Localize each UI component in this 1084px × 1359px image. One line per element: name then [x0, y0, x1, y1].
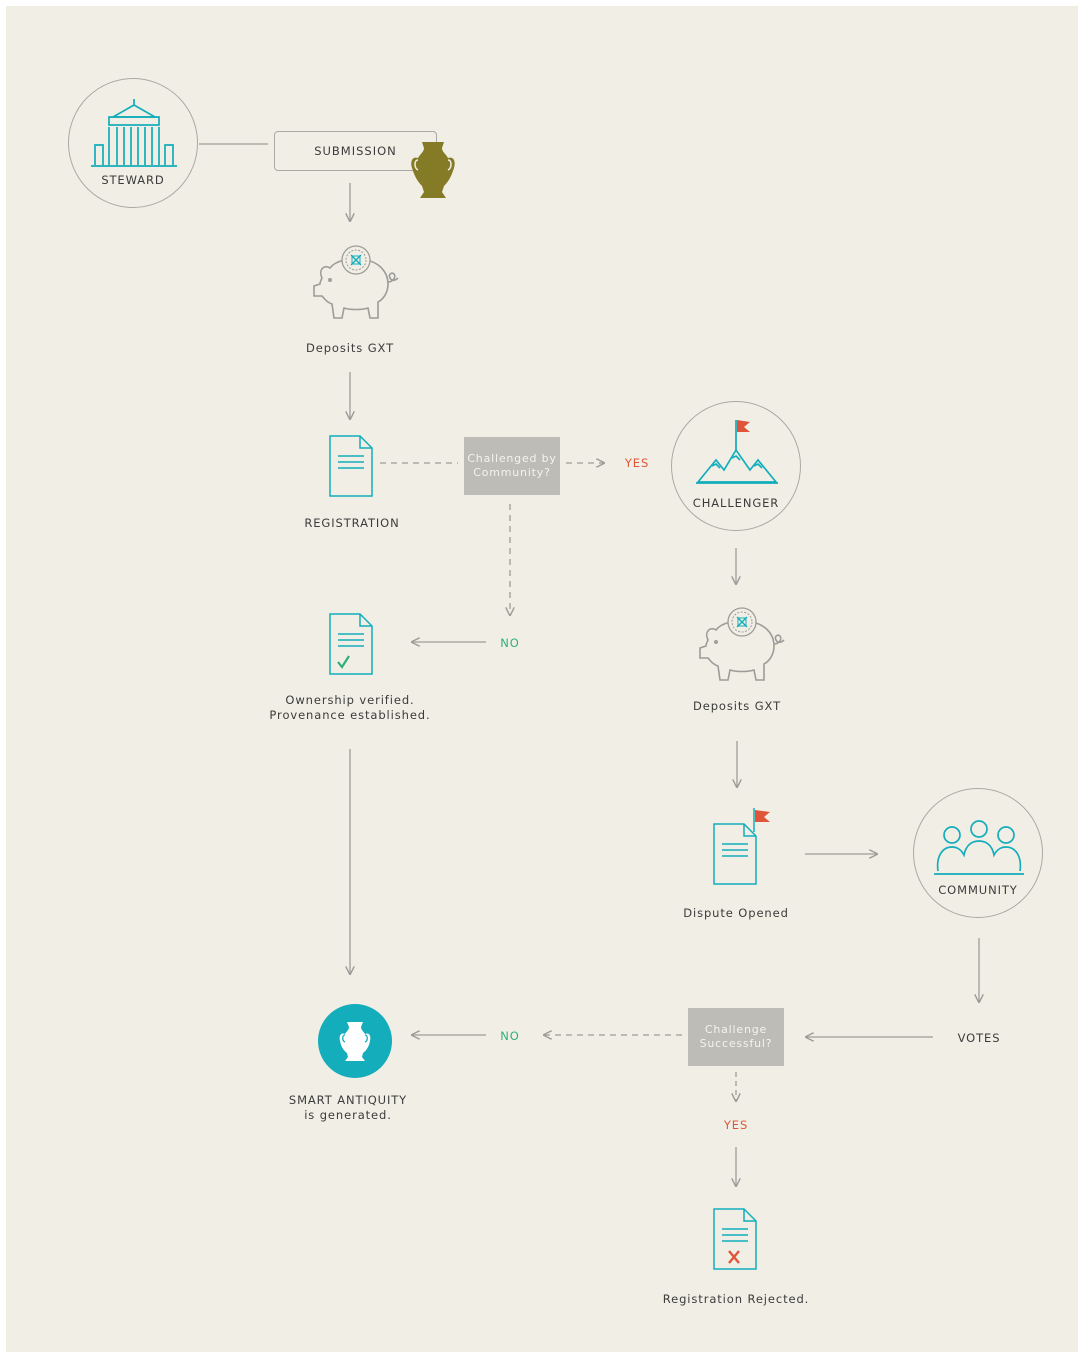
verified-label: Ownership verified. Provenance establish… [269, 693, 430, 723]
mountain-flag-icon [696, 420, 778, 484]
smart-label: SMART ANTIQUITY is generated. [289, 1093, 407, 1123]
success-line-1: Challenge [704, 1023, 768, 1036]
museum-icon [91, 99, 177, 167]
piggy-bank-icon [313, 245, 399, 319]
no-label-1: NO [500, 636, 520, 650]
submission-label: SUBMISSION [314, 144, 397, 158]
challenged-line-1: Challenged by [467, 452, 557, 465]
deposits-label-1: Deposits GXT [305, 341, 395, 355]
document-x-icon [713, 1208, 757, 1270]
dispute-label: Dispute Opened [683, 906, 789, 920]
success-line-2: Successful? [699, 1037, 773, 1050]
document-flag-icon [713, 808, 770, 885]
challenged-decision: Challenged by Community? [464, 437, 560, 495]
challenger-node: CHALLENGER [671, 401, 801, 531]
deposits-label-2: Deposits GXT [692, 699, 782, 713]
steward-label: STEWARD [101, 173, 165, 187]
rejected-label: Registration Rejected. [662, 1292, 810, 1306]
challenge-successful-decision: Challenge Successful? [688, 1008, 784, 1066]
yes-label-2: YES [723, 1118, 749, 1132]
smart-line-1: SMART ANTIQUITY [288, 1093, 408, 1107]
votes-label: VOTES [957, 1031, 1001, 1045]
crowd-icon [934, 820, 1024, 875]
steward-node: STEWARD [68, 78, 198, 208]
challenged-line-2: Community? [473, 466, 551, 479]
no-label-2: NO [500, 1029, 520, 1043]
connectors [199, 143, 1078, 1352]
document-icon [329, 435, 373, 497]
smart-antiquity-node [318, 1004, 392, 1078]
flow-diagram: STEWARD SUBMISSION Deposits GXT REGISTRA… [6, 6, 1078, 1352]
antiquity-vase-icon [339, 1022, 371, 1061]
coin-icon [341, 245, 371, 275]
verified-line-2: Provenance established. [269, 708, 431, 722]
smart-line-2: is generated. [304, 1108, 392, 1122]
document-check-icon [329, 613, 373, 675]
piggy-bank-icon-2 [699, 607, 785, 681]
registration-label: REGISTRATION [304, 516, 400, 530]
community-node: COMMUNITY [913, 788, 1043, 918]
submission-box: SUBMISSION [274, 131, 437, 171]
community-label: COMMUNITY [938, 883, 1018, 897]
coin-icon-2 [727, 607, 757, 637]
challenger-label: CHALLENGER [692, 496, 780, 510]
verified-line-1: Ownership verified. [285, 693, 415, 707]
yes-label-1: YES [624, 456, 650, 470]
vase-icon [411, 142, 455, 198]
